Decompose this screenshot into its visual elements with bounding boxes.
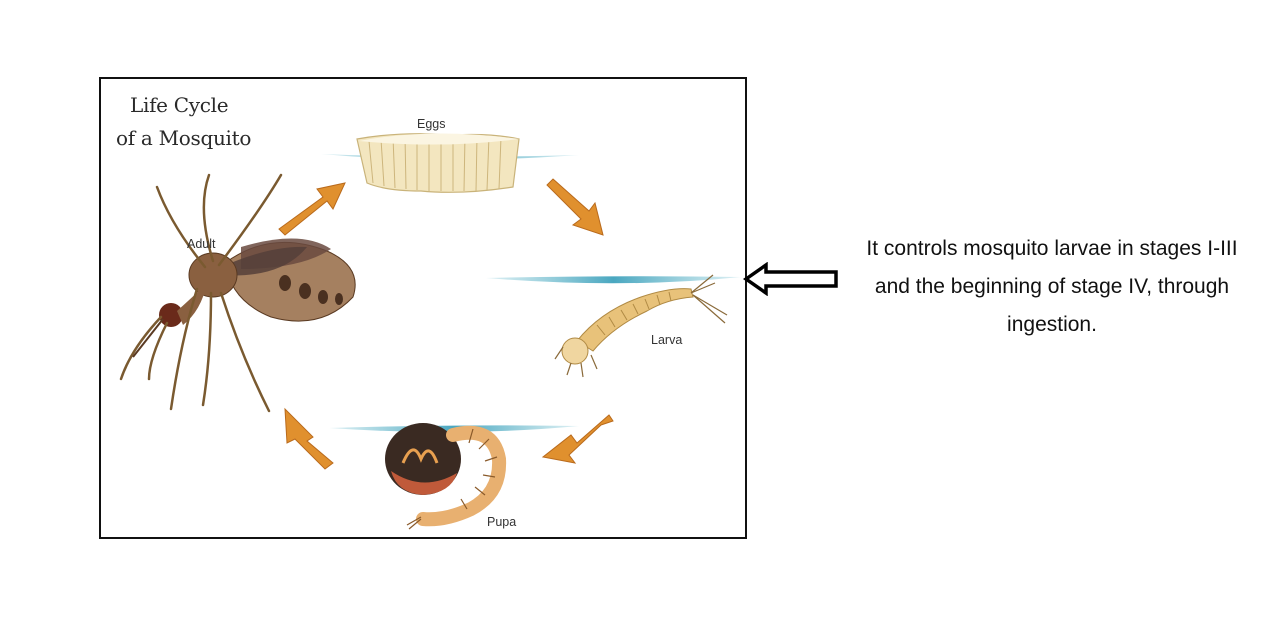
life-cycle-figure: Life Cycle of a Mosquito Eggs Adult Larv…	[99, 77, 747, 539]
cycle-arrow-pupa-to-adult	[284, 407, 334, 470]
water-surface-larva	[486, 276, 741, 284]
life-cycle-illustration	[119, 133, 741, 530]
cycle-arrow-larva-to-pupa	[541, 414, 614, 464]
figure-title-line2: of a Mosquito	[116, 126, 252, 150]
egg-raft-icon	[356, 133, 520, 193]
larva-icon	[554, 274, 728, 378]
label-pupa: Pupa	[487, 515, 517, 529]
cycle-arrow-adult-to-eggs	[278, 182, 346, 236]
caption-text: It controls mosquito larvae in stages I-…	[866, 237, 1238, 336]
label-larva: Larva	[651, 333, 683, 347]
hollow-left-arrow-icon	[742, 262, 838, 296]
figure-title-line1: Life Cycle	[130, 93, 229, 117]
adult-mosquito-icon	[119, 173, 356, 413]
label-adult: Adult	[187, 237, 216, 251]
pupa-icon	[385, 423, 507, 530]
cycle-arrow-eggs-to-larva	[546, 178, 604, 236]
label-eggs: Eggs	[417, 117, 446, 131]
